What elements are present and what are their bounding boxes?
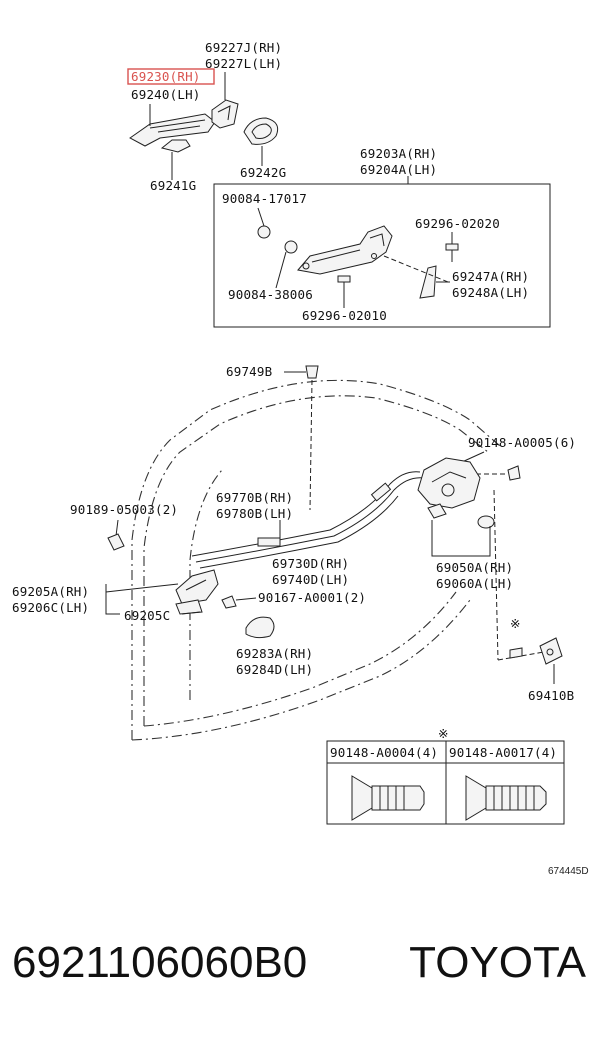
leader-69205C [181,611,201,615]
label-69284D: 69284D(LH) [236,662,313,677]
part-number: 6921106060B0 [12,938,308,987]
outside-handle-part [129,113,216,147]
screw-69296-02020-part [445,243,459,262]
dashed-link-frame [383,255,449,283]
brand-name: TOYOTA [409,938,586,987]
label-69296-02020: 69296-02020 [415,216,500,231]
label-69240: 69240(LH) [131,87,201,102]
table-note-mark: ※ [438,726,449,741]
label-69241G: 69241G [150,178,196,193]
label-69749B: 69749B [226,364,272,379]
door-outline [131,379,501,741]
leader-69050A [431,520,491,557]
leader-90167-A0001 [235,597,257,601]
label-69227J: 69227J(RH) [205,40,282,55]
handle-frame-part [297,225,393,275]
label-69205C: 69205C [124,608,170,623]
dashed-cable-path [309,379,313,511]
label-69206C: 69206C(LH) [12,600,89,615]
striker-screw-part [509,647,523,659]
screw-90148-A0004-part [351,775,425,821]
leader-90084-38006 [275,251,287,289]
bolt-90148-A0005-part [507,465,521,481]
inside-handle-part [175,569,219,615]
door-lock-part [417,457,495,529]
handle-cap-part [211,99,239,129]
label-69730D: 69730D(RH) [272,556,349,571]
label-69230-highlighted[interactable]: 69230(RH) [131,69,201,84]
leader-90189-05003 [115,519,119,537]
label-69248A: 69248A(LH) [452,285,529,300]
dashed-striker-path [493,489,499,661]
frame-detail-box [213,183,551,328]
label-69203A: 69203A(RH) [360,146,437,161]
label-69204A: 69204A(LH) [360,162,437,177]
label-69050A: 69050A(RH) [436,560,513,575]
parts-diagram: 69227J(RH) 69227L(LH) 69230(RH) 69240(LH… [12,40,589,877]
leader-90148-A0005 [461,451,485,463]
leader-69205A [105,584,120,615]
label-69770B: 69770B(RH) [216,490,293,505]
bezel-69283A-part [245,616,275,639]
cable-assembly-part [191,471,425,569]
label-69205A: 69205A(RH) [12,584,89,599]
screw-90167-A0001-part [221,595,237,609]
label-69296-02010: 69296-02010 [302,308,387,323]
clip-90189-05003-part [107,533,125,551]
drawing-reference: 674445D [548,866,589,877]
note-mark: ※ [510,616,521,631]
table-header-90148-A0017: 90148-A0017(4) [449,745,557,760]
table-header-90148-A0004: 90148-A0004(4) [330,745,438,760]
leader-69205A-b [105,583,179,593]
label-69283A: 69283A(RH) [236,646,313,661]
screw-69296-02010-part [337,275,351,296]
label-69242G: 69242G [240,165,286,180]
label-69410B: 69410B [528,688,574,703]
label-90148-A0005: 90148-A0005(6) [468,435,576,450]
label-90167-A0001: 90167-A0001(2) [258,590,366,605]
label-69740D: 69740D(LH) [272,572,349,587]
label-69060A: 69060A(LH) [436,576,513,591]
label-90189-05003: 90189-05003(2) [70,502,178,517]
label-69780B: 69780B(LH) [216,506,293,521]
escutcheon-part [160,139,191,153]
label-69227L: 69227L(LH) [205,56,282,71]
striker-69410B-part [539,637,563,665]
clip-90084-17017-part [257,225,271,239]
label-90084-38006: 90084-38006 [228,287,313,302]
gasket-part [243,117,279,145]
label-69247A: 69247A(RH) [452,269,529,284]
leader-90084-17017 [257,207,265,227]
screw-90148-A0017-part [465,775,547,821]
bracket-69247A-part [419,265,437,299]
clip-69749B-part [305,365,319,379]
clip-90084-38006-part [284,240,298,254]
footer: 6921106060B0 TOYOTA [0,938,600,1008]
label-90084-17017: 90084-17017 [222,191,307,206]
highlight-box [127,68,215,85]
